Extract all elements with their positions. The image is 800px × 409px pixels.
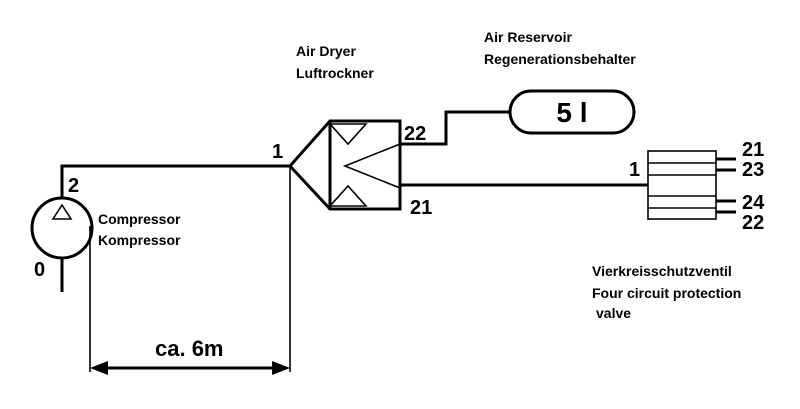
valve-output-3: 24 — [742, 192, 765, 214]
air-dryer-bottom-triangle — [328, 184, 368, 207]
compressor-label-en: Compressor — [98, 211, 181, 227]
reservoir-volume: 5 l — [556, 97, 587, 128]
compressor-port-in: 0 — [34, 259, 45, 281]
compressor-label-de: Kompressor — [98, 232, 181, 248]
air-dryer-port-valve: 21 — [410, 197, 432, 219]
valve-output-4: 22 — [742, 212, 764, 234]
valve-label-en-1: Four circuit protection — [592, 285, 741, 301]
air-dryer-label-en: Air Dryer — [296, 43, 356, 59]
valve-output-1: 21 — [742, 139, 764, 161]
air-dryer-port-reservoir: 22 — [404, 123, 426, 145]
air-reservoir-symbol — [508, 89, 636, 135]
pipe-compressor-to-dryer — [60, 164, 290, 198]
distance-dimension — [89, 166, 291, 375]
valve-label-de: Vierkreisschutzventil — [592, 263, 732, 279]
reservoir-label-en: Air Reservoir — [484, 29, 572, 45]
pipe-dryer-to-reservoir — [400, 110, 510, 146]
four-circuit-valve-symbol — [647, 150, 736, 220]
air-dryer-label-de: Luftrockner — [296, 65, 374, 81]
air-dryer-top-triangle — [328, 123, 368, 146]
reservoir-label-de: Regenerationsbehalter — [484, 51, 636, 67]
compressor-port-out: 2 — [68, 175, 79, 197]
arrow-left-icon — [90, 361, 108, 375]
distance-label: ca. 6m — [155, 336, 224, 361]
arrow-right-icon — [272, 361, 290, 375]
air-dryer-symbol — [287, 119, 402, 211]
compressor-triangle-icon — [51, 203, 73, 220]
valve-output-2: 23 — [742, 159, 764, 181]
valve-label-en-2: valve — [596, 305, 631, 321]
air-dryer-port-in: 1 — [272, 141, 283, 163]
compressor-symbol — [30, 196, 94, 260]
valve-port-in: 1 — [629, 159, 640, 181]
